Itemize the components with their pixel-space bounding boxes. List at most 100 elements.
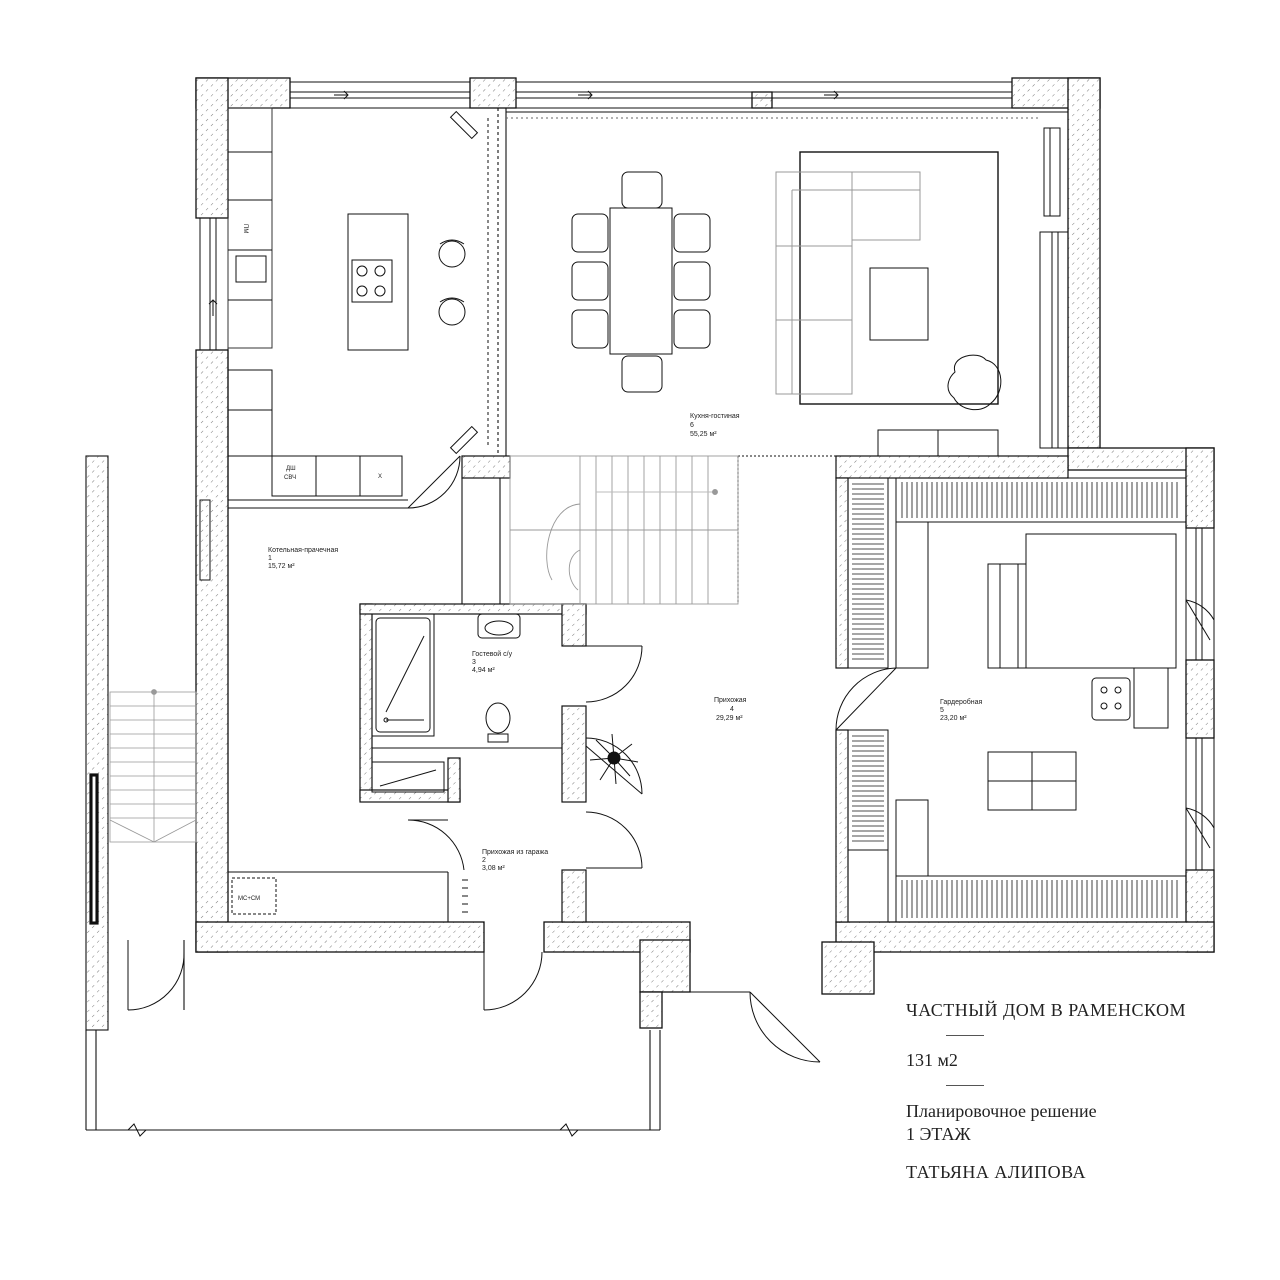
door-swing: [127, 951, 185, 1011]
wall-bottom-right: [835, 921, 1215, 953]
mw-label: СВЧ: [284, 475, 296, 481]
wall-wc-right-lower: [561, 705, 587, 803]
room-number: 5: [940, 707, 944, 714]
door-swing: [407, 819, 465, 871]
plan-subtitle: Планировочное решение 1 ЭТАЖ: [906, 1101, 1097, 1144]
doors: [127, 455, 1215, 1063]
bench-left-lower: [895, 799, 929, 877]
interior-walls: [359, 455, 1069, 923]
tall-cabinet: [227, 369, 273, 457]
room-area: 15,72 м²: [268, 563, 295, 570]
project-title: ЧАСТНЫЙ ДОМ В РАМЕНСКОМ: [906, 1000, 1187, 1020]
window-wardrobe-right-1: [1185, 527, 1215, 661]
wall-wardrobe-left-lower: [835, 729, 849, 923]
hanger-rails: [852, 482, 1178, 918]
chair-icon: [621, 171, 663, 209]
room-label-boiler: Котельная-прачечная 1 15,72 м²: [268, 547, 338, 570]
wall-garage-hall-right: [561, 869, 587, 923]
room-number: 1: [268, 555, 272, 562]
vanity-table: [1133, 667, 1169, 729]
window-kitchen-left: [199, 217, 229, 351]
kitchen-furniture: [227, 107, 489, 497]
wall-wc-top: [359, 603, 587, 615]
door-leaf: [449, 425, 479, 455]
window-living-right: [1039, 231, 1069, 449]
door-leaf: [449, 110, 479, 140]
wall-right-upper: [1067, 77, 1101, 449]
cabinet-corner: [847, 849, 889, 923]
wall-wc-right-upper: [561, 603, 587, 647]
garage-door-breaks: [127, 1123, 579, 1137]
project-area: 131 м2: [906, 1050, 958, 1070]
wall-wardrobe-left-upper: [835, 477, 849, 669]
divider: [946, 1035, 984, 1036]
bed-icon: [1025, 533, 1177, 669]
room-area: 55,25 м²: [690, 431, 717, 438]
washer-label: МС+СМ: [238, 896, 260, 902]
chair-icon: [673, 213, 711, 253]
kitchen-counter-bottom: [271, 455, 403, 497]
window-boiler-left: [199, 499, 211, 581]
corner-sofa: [775, 171, 921, 395]
room-label-garage-hall: Прихожая из гаража 2 3,08 м²: [482, 849, 548, 872]
wall-left-upper: [195, 77, 229, 219]
wall-right-mid-1: [1185, 447, 1215, 529]
staircase: [509, 455, 739, 605]
room-name: Гардеробная: [940, 698, 983, 706]
shelving-left: [847, 477, 889, 669]
cooktop-icon: [351, 259, 393, 303]
bar-stool-icon: [438, 240, 466, 268]
bathroom-fixtures: [371, 613, 521, 793]
room-area: 4,94 м²: [472, 667, 495, 674]
fridge-label: Х: [378, 474, 382, 480]
room-number: 3: [472, 659, 476, 666]
shelving-top: [895, 477, 1187, 523]
chair-icon: [571, 213, 609, 253]
wall-bath-divider: [447, 757, 461, 803]
door-swing: [585, 645, 643, 703]
washbasin-icon: [477, 613, 521, 639]
chair-icon: [571, 309, 609, 349]
wall-wardrobe-top: [835, 455, 1069, 479]
door-swing: [835, 667, 897, 731]
wall-stair-top: [461, 455, 511, 479]
room-label-guest-wc: Гостевой с/у 3 4,94 м²: [472, 650, 513, 674]
chair-icon: [673, 261, 711, 301]
entry-plant-icon: [589, 733, 639, 785]
sink-icon: [235, 255, 267, 283]
title-block: ЧАСТНЫЙ ДОМ В РАМЕНСКОМ 131 м2 Планирово…: [906, 1000, 1266, 1183]
room-area: 3,08 м²: [482, 865, 505, 872]
room-name: Гостевой с/у: [472, 650, 513, 658]
coffee-table: [869, 267, 929, 341]
toilet-icon: [485, 702, 511, 734]
wall-garage-right-stub: [639, 991, 663, 1029]
wall-right-mid-2: [1185, 659, 1215, 739]
wall-bottom-left: [195, 921, 485, 953]
room-number: 4: [730, 706, 734, 713]
wall-left-lower: [195, 349, 229, 953]
bed-bench: [987, 563, 1027, 669]
door-swing: [749, 991, 821, 1063]
room-area: 23,20 м²: [940, 715, 967, 722]
door-swing: [585, 737, 643, 795]
divider: [946, 1085, 984, 1086]
wall-wc-left: [359, 603, 373, 801]
radiator: [1043, 127, 1061, 217]
pm-label: ПМ: [242, 224, 248, 233]
room-name: Прихожая: [714, 697, 747, 704]
shelving-left-lower: [847, 729, 889, 851]
bar-stool-icon: [438, 298, 466, 326]
bench-left: [895, 521, 929, 669]
author-name: ТАТЬЯНА АЛИПОВА: [906, 1162, 1086, 1182]
chair-icon: [621, 355, 663, 393]
outside-stair: [109, 689, 197, 843]
plant-icon: [947, 354, 1002, 411]
windows: [199, 81, 1215, 871]
living-furniture: [775, 127, 1061, 457]
chair-icon: [673, 309, 711, 349]
door-swing: [585, 811, 643, 869]
kitchen-island: [347, 213, 409, 351]
room-label-hall: Прихожая 4 29,29 м²: [714, 697, 747, 722]
window-kitchen-top: [289, 81, 471, 109]
